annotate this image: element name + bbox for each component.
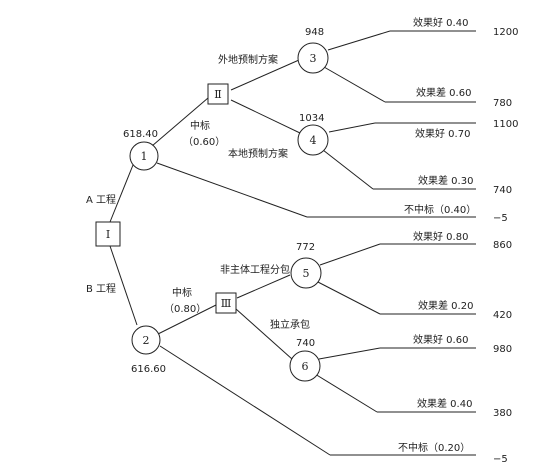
label-win-a-prob: （0.60） <box>183 136 225 148</box>
label-offsite-plan: 外地预制方案 <box>218 53 278 66</box>
edge-d3-n6 <box>235 308 293 360</box>
label-independent: 独立承包 <box>270 318 310 331</box>
edge-n2-lose <box>159 345 331 456</box>
label-lose-a: 不中标（0.40） <box>404 203 476 216</box>
label-n4-good: 效果好 0.70 <box>415 127 470 140</box>
label-n5-good: 效果好 0.80 <box>413 230 468 243</box>
ev-node-6: 740 <box>296 338 315 349</box>
expected-values: 618.40 616.60 948 1034 772 740 <box>123 27 324 375</box>
payoff-8: 980 <box>493 344 512 355</box>
chance-node-4 <box>297 124 329 156</box>
payoff-9: 380 <box>493 408 512 419</box>
edge-n4-bad <box>322 149 374 190</box>
label-n5-bad: 效果差 0.20 <box>418 299 473 312</box>
edge-n3-good <box>327 30 391 51</box>
label-win-b-prob: （0.80） <box>164 303 206 315</box>
decision-node-2 <box>207 83 229 105</box>
label-n6-good: 效果好 0.60 <box>413 333 468 346</box>
chance-node-3-label: 3 <box>310 52 317 65</box>
chance-node-1-label: 1 <box>141 150 148 163</box>
label-win-a: 中标 <box>190 119 210 132</box>
label-local-plan: 本地预制方案 <box>228 147 288 160</box>
chance-node-4-label: 4 <box>310 134 317 147</box>
decision-node-2-label: Ⅱ <box>214 88 221 101</box>
ev-node-2: 616.60 <box>131 364 166 375</box>
payoff-4: 740 <box>493 185 512 196</box>
chance-node-2 <box>131 325 161 355</box>
decision-node-3 <box>215 292 237 314</box>
payoff-6: 860 <box>493 240 512 251</box>
chance-node-3 <box>297 42 329 74</box>
edge-labels: A 工程 B 工程 中标 （0.60） 中标 （0.80） 外地预制方案 本地预… <box>86 16 476 454</box>
edge-root-n1 <box>109 164 134 223</box>
label-n4-bad: 效果差 0.30 <box>418 174 473 187</box>
edge-n3-bad <box>323 66 386 103</box>
payoff-7: 420 <box>493 310 512 321</box>
label-subcontract: 非主体工程分包 <box>220 263 290 276</box>
edge-n6-bad <box>314 373 378 413</box>
root-decision-node <box>95 221 121 247</box>
chance-node-1 <box>129 141 159 171</box>
chance-node-5 <box>290 257 322 289</box>
edge-d3-n5 <box>236 274 291 299</box>
ev-node-5: 772 <box>296 242 315 253</box>
label-win-b: 中标 <box>172 286 192 299</box>
payoff-2: 780 <box>493 98 512 109</box>
edge-n5-good <box>319 243 381 266</box>
root-decision-label: Ⅰ <box>106 228 110 241</box>
decision-node-3-label: Ⅲ <box>221 297 232 310</box>
chance-node-6-label: 6 <box>302 360 309 373</box>
chance-node-5-label: 5 <box>303 267 310 280</box>
label-b-project: B 工程 <box>86 283 116 295</box>
payoff-1: 1200 <box>493 27 518 38</box>
label-n3-bad: 效果差 0.60 <box>416 86 471 99</box>
ev-node-4: 1034 <box>299 113 324 124</box>
edge-n6-good <box>318 347 381 360</box>
payoff-3: 1100 <box>493 119 518 130</box>
label-n6-bad: 效果差 0.40 <box>417 397 472 410</box>
nodes: Ⅰ 1 2 Ⅱ Ⅲ 3 4 5 6 <box>95 42 329 382</box>
edge-n1-lose <box>156 162 308 218</box>
payoff-10: −5 <box>493 454 508 465</box>
edge-n1-d2 <box>151 97 209 147</box>
ev-node-3: 948 <box>305 27 324 38</box>
edge-n2-d3 <box>157 304 217 335</box>
edge-d2-n4 <box>230 99 301 134</box>
payoffs: 1200 780 1100 740 −5 860 420 980 380 −5 <box>493 27 518 465</box>
payoff-5: −5 <box>493 213 508 224</box>
edges <box>109 30 476 456</box>
label-n3-good: 效果好 0.40 <box>413 16 468 29</box>
edge-d2-n3 <box>230 59 300 91</box>
label-a-project: A 工程 <box>86 194 116 206</box>
edge-root-n2 <box>109 245 138 326</box>
edge-n5-bad <box>315 280 381 315</box>
label-lose-b: 不中标（0.20） <box>398 441 470 454</box>
chance-node-6 <box>289 350 321 382</box>
edge-n4-good <box>328 122 376 133</box>
chance-node-2-label: 2 <box>143 334 150 347</box>
ev-node-1: 618.40 <box>123 129 158 140</box>
